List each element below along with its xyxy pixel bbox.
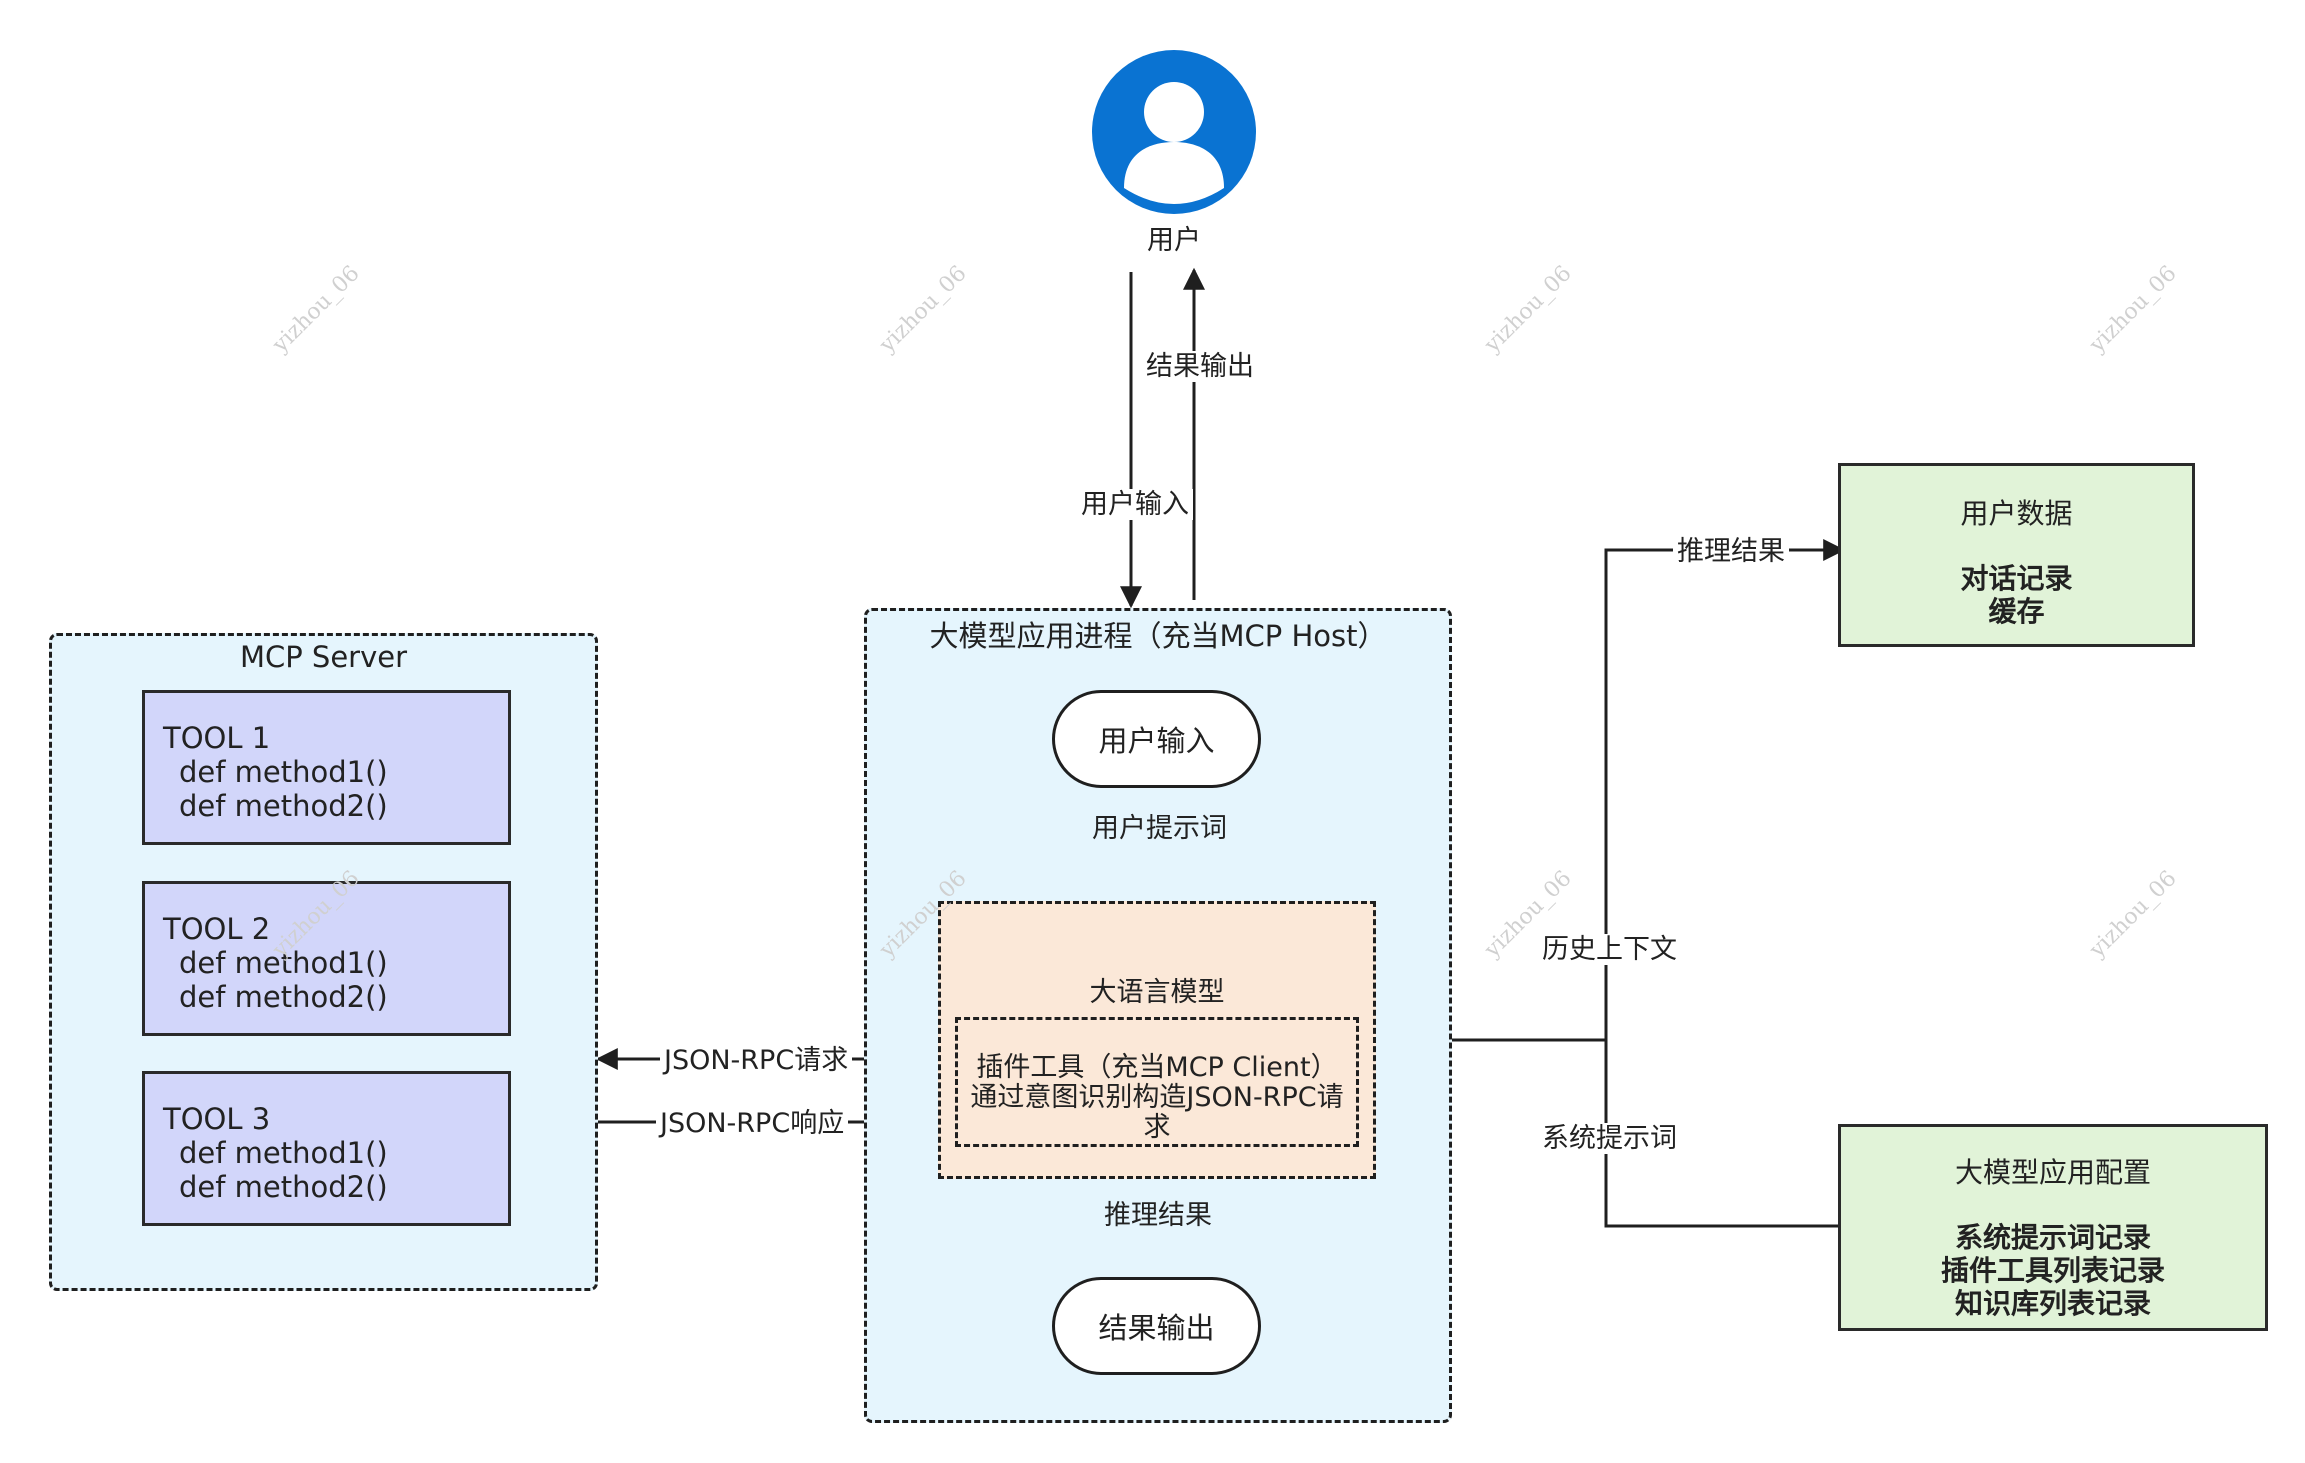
plugin-tool-title: 插件工具（充当MCP Client） [976, 1052, 1338, 1083]
tool-method: def method2() [179, 789, 388, 823]
user-data-item: 缓存 [1988, 595, 2045, 628]
user-input-node-label: 用户输入 [1098, 724, 1215, 758]
inference-result-label: 推理结果 [1100, 1200, 1216, 1231]
tool-method: def method2() [179, 980, 388, 1014]
right-inference-result-label: 推理结果 [1673, 536, 1789, 567]
user-node [1092, 50, 1256, 214]
tool-method: def method1() [179, 755, 388, 789]
app-config-title: 大模型应用配置 [1954, 1156, 2151, 1189]
tool-method: def method1() [179, 1136, 388, 1170]
tool-name: TOOL 2 [163, 912, 271, 946]
user-input-label: 用户输入 [1077, 489, 1193, 520]
result-output-label: 结果输出 [1142, 351, 1258, 382]
json-rpc-response-label: JSON-RPC响应 [656, 1108, 849, 1139]
result-output-node[interactable]: 结果输出 [1052, 1277, 1261, 1375]
app-config-item: 插件工具列表记录 [1940, 1254, 2165, 1287]
history-context-label: 历史上下文 [1538, 934, 1681, 965]
app-config-connector [1604, 1040, 1838, 1228]
tool-name: TOOL 1 [163, 721, 271, 755]
plugin-tool-desc: 通过意图识别构造JSON-RPC请求 [970, 1082, 1344, 1143]
user-data-title: 用户数据 [1960, 497, 2073, 530]
user-data-item: 对话记录 [1960, 562, 2073, 595]
app-config-item: 知识库列表记录 [1954, 1287, 2151, 1320]
llm-title: 大语言模型 [1089, 977, 1225, 1008]
mcp-host-title: 大模型应用进程（充当MCP Host） [929, 619, 1387, 653]
system-prompt-label: 系统提示词 [1538, 1123, 1681, 1154]
user-avatar-icon [1092, 50, 1256, 214]
plugin-tool-box[interactable]: 插件工具（充当MCP Client） 通过意图识别构造JSON-RPC请求 [955, 1017, 1359, 1147]
app-config-box[interactable]: 大模型应用配置 系统提示词记录 插件工具列表记录 知识库列表记录 [1838, 1124, 2268, 1331]
user-data-connector [1604, 539, 1846, 1040]
user-data-box[interactable]: 用户数据 对话记录 缓存 [1838, 463, 2195, 647]
tool-method: def method2() [179, 1170, 388, 1204]
tool-name: TOOL 3 [163, 1102, 271, 1136]
mcp-server-title: MCP Server [239, 640, 408, 674]
tool-method: def method1() [179, 946, 388, 980]
result-output-node-label: 结果输出 [1098, 1311, 1215, 1345]
app-config-item: 系统提示词记录 [1954, 1221, 2151, 1254]
user-input-node[interactable]: 用户输入 [1052, 690, 1261, 788]
user-label: 用户 [1147, 225, 1201, 256]
json-rpc-request-label: JSON-RPC请求 [660, 1045, 853, 1076]
user-prompt-label: 用户提示词 [1088, 813, 1231, 844]
